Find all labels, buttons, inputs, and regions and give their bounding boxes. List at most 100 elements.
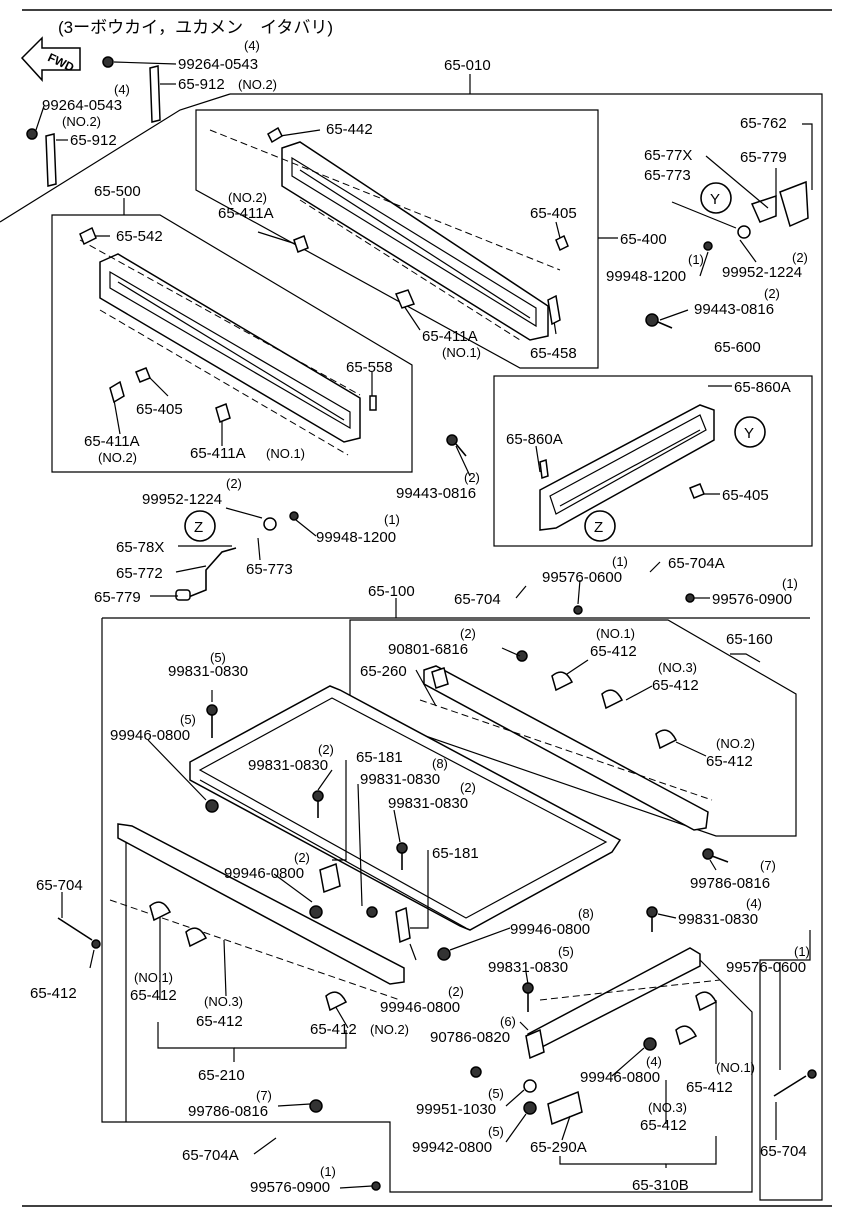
fasteners [26,56,817,1191]
qty-label: (1) [688,252,704,267]
part-number-label: 65-77X [644,147,692,164]
side-gate-panel-65-500 [79,239,361,456]
front-panel-65-600 [539,404,715,531]
note-label: (NO.2) [62,114,101,129]
qty-label: (1) [782,576,798,591]
svg-text:Z: Z [194,519,203,536]
qty-label: (4) [114,82,130,97]
part-number-label: 99948-1200 [316,529,396,546]
qty-label: (1) [320,1164,336,1179]
part-number-label: 99831-0830 [168,663,248,680]
part-number-label: 65-260 [360,663,407,680]
part-number-label: 65-412 [30,985,77,1002]
note-label: (NO.2) [370,1022,409,1037]
part-number-label: 65-412 [130,987,177,1004]
qty-label: (4) [244,38,260,53]
part-number-label: 65-912 [178,76,225,93]
part-number-label: 99946-0800 [110,727,190,744]
part-number-label: 90801-6816 [388,641,468,658]
part-number-label: 99946-0800 [224,865,304,882]
part-number-label: 65-773 [246,561,293,578]
part-number-label: 65-181 [432,845,479,862]
part-number-label: 65-411A [84,433,140,450]
view-marker-y-panel: Y [734,416,766,448]
part-number-label: 65-704 [760,1143,807,1160]
qty-label: (6) [500,1014,516,1029]
note-label: (NO.2) [716,736,755,751]
qty-label: (2) [318,742,334,757]
part-number-label: 65-181 [356,749,403,766]
note-label: (NO.2) [228,190,267,205]
floor-frame-65-100 [189,685,622,931]
view-marker-z-crank: Z [184,510,216,542]
part-number-label: 65-405 [722,487,769,504]
qty-label: (5) [558,944,574,959]
part-number-label: 65-400 [620,231,667,248]
part-number-label: 65-290A [530,1139,587,1156]
svg-text:Y: Y [710,191,720,208]
qty-label: (1) [794,944,810,959]
part-number-label: 99786-0816 [690,875,770,892]
view-marker-y-top: Y [700,182,732,214]
part-number-label: 99576-0900 [712,591,792,608]
note-label: (NO.1) [596,626,635,641]
part-number-label: 65-442 [326,121,373,138]
diagram-title: (3ーボウカイ，ユカメン イタバリ) [58,18,333,37]
part-number-label: 65-704 [36,877,83,894]
qty-label: (7) [760,858,776,873]
qty-label: (2) [226,476,242,491]
part-number-label: 99786-0816 [188,1103,268,1120]
part-number-label: 65-412 [652,677,699,694]
part-number-label: 99576-0600 [542,569,622,586]
part-number-label: 65-779 [740,149,787,166]
qty-label: (2) [764,286,780,301]
note-label: (NO.1) [442,345,481,360]
qty-label: (2) [460,626,476,641]
part-number-label: 65-704A [668,555,725,572]
part-number-label: 65-762 [740,115,787,132]
crank-handle [175,547,237,601]
part-number-label: 65-772 [116,565,163,582]
part-number-label: 99831-0830 [248,757,328,774]
leader-lines [35,61,813,1189]
part-number-label: 99946-0800 [580,1069,660,1086]
clip-parts [79,126,718,1060]
part-number-label: 99831-0830 [678,911,758,928]
svg-text:Z: Z [594,519,603,536]
part-number-label: 99831-0830 [360,771,440,788]
part-labels: (4) 99264-0543 65-912 (NO.2) (4) 99264-0… [30,38,810,1196]
qty-label: (2) [460,780,476,795]
part-number-label: 99942-0800 [412,1139,492,1156]
part-number-label: 65-860A [506,431,563,448]
part-number-label: 99831-0830 [488,959,568,976]
part-number-label: 65-412 [686,1079,733,1096]
note-label: (NO.1) [266,446,305,461]
part-number-label: 99443-0816 [694,301,774,318]
qty-label: (5) [210,650,226,665]
qty-label: (1) [384,512,400,527]
note-label: (NO.1) [134,970,173,985]
qty-label: (4) [646,1054,662,1069]
qty-label: (2) [294,850,310,865]
part-number-label: 99951-1030 [416,1101,496,1118]
part-number-label: 99831-0830 [388,795,468,812]
qty-label: (7) [256,1088,272,1103]
assembly-outlines [0,93,823,1201]
part-number-label: 65-704A [182,1147,239,1164]
part-number-label: 65-010 [444,57,491,74]
lever-handle [750,180,809,228]
part-number-label: 65-412 [196,1013,243,1030]
qty-label: (2) [448,984,464,999]
part-number-label: 99264-0543 [178,56,258,73]
part-number-label: 65-542 [116,228,163,245]
part-number-label: 99443-0816 [396,485,476,502]
part-number-label: 65-78X [116,539,164,556]
page-frame [22,9,832,1207]
note-label: (NO.2) [238,77,277,92]
part-number-label: 65-779 [94,589,141,606]
part-number-label: 65-412 [590,643,637,660]
part-number-label: 65-773 [644,167,691,184]
qty-label: (1) [612,554,628,569]
qty-label: (5) [488,1086,504,1101]
